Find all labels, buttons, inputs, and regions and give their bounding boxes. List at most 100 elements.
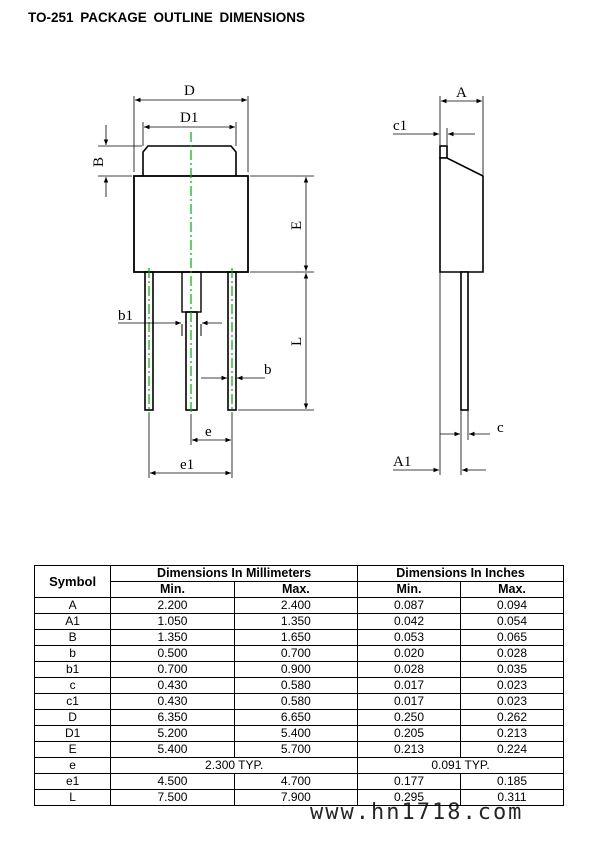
in-min-cell: 0.213 <box>357 741 461 758</box>
mm-max-cell: 2.400 <box>233 597 359 614</box>
label-B: B <box>91 157 107 167</box>
in-max-cell: 0.023 <box>459 693 565 710</box>
side-lead <box>460 271 469 411</box>
symbol-cell: A <box>33 597 112 614</box>
label-D1: D1 <box>180 110 198 126</box>
watermark: www.hn1718.com <box>310 800 524 825</box>
mm-min-cell: 4.500 <box>110 773 235 790</box>
mm-min-cell: 0.500 <box>110 645 235 662</box>
in-min-cell: 0.250 <box>357 709 461 726</box>
symbol-cell: b <box>33 645 112 662</box>
in-min-cell: 0.020 <box>357 645 461 662</box>
package-outline-drawing: D D1 B E L b1 b e e1 A c1 c A1 <box>91 83 504 478</box>
in-typ-cell: 0.091 TYP. <box>357 757 564 774</box>
in-min-cell: 0.017 <box>357 693 461 710</box>
mm-min-cell: 5.200 <box>110 725 235 742</box>
symbol-cell: c <box>33 677 112 694</box>
in-max-cell: 0.262 <box>459 709 565 726</box>
symbol-cell: L <box>33 789 112 806</box>
mm-max-header: Max. <box>233 581 359 598</box>
label-b: b <box>264 362 272 378</box>
mm-min-cell: 2.200 <box>110 597 235 614</box>
mm-min-cell: 6.350 <box>110 709 235 726</box>
mm-min-cell: 5.400 <box>110 741 235 758</box>
dimensions-table: Symbol Dimensions In Millimeters Dimensi… <box>33 565 565 806</box>
mm-max-cell: 0.580 <box>233 677 359 694</box>
side-view <box>439 145 484 411</box>
label-e1: e1 <box>180 457 194 473</box>
mm-min-cell: 0.430 <box>110 693 235 710</box>
mm-min-cell: 7.500 <box>110 789 235 806</box>
in-min-header: Min. <box>357 581 461 598</box>
in-max-cell: 0.023 <box>459 677 565 694</box>
in-max-cell: 0.224 <box>459 741 565 758</box>
mm-max-cell: 5.700 <box>233 741 359 758</box>
label-e: e <box>205 424 212 440</box>
in-max-cell: 0.185 <box>459 773 565 790</box>
label-c1: c1 <box>393 118 407 134</box>
symbol-cell: e <box>33 757 112 774</box>
mm-min-cell: 0.700 <box>110 661 235 678</box>
in-min-cell: 0.087 <box>357 597 461 614</box>
mm-max-cell: 6.650 <box>233 709 359 726</box>
mm-min-cell: 1.050 <box>110 613 235 630</box>
in-max-cell: 0.094 <box>459 597 565 614</box>
symbol-cell: b1 <box>33 661 112 678</box>
mm-max-cell: 4.700 <box>233 773 359 790</box>
in-min-cell: 0.017 <box>357 677 461 694</box>
symbol-cell: E <box>33 741 112 758</box>
mm-max-cell: 0.700 <box>233 645 359 662</box>
inch-header: Dimensions In Inches <box>357 565 564 582</box>
label-c: c <box>497 420 504 436</box>
label-A1: A1 <box>393 454 411 470</box>
symbol-cell: c1 <box>33 693 112 710</box>
in-min-cell: 0.295 <box>357 789 461 806</box>
symbol-cell: D1 <box>33 725 112 742</box>
mm-max-cell: 1.650 <box>233 629 359 646</box>
mm-max-cell: 5.400 <box>233 725 359 742</box>
in-min-cell: 0.177 <box>357 773 461 790</box>
page-title: TO-251 PACKAGE OUTLINE DIMENSIONS <box>28 10 306 25</box>
in-min-cell: 0.053 <box>357 629 461 646</box>
in-max-cell: 0.065 <box>459 629 565 646</box>
in-max-cell: 0.054 <box>459 613 565 630</box>
label-D: D <box>184 83 195 99</box>
label-b1: b1 <box>118 308 133 324</box>
mm-header: Dimensions In Millimeters <box>110 565 359 582</box>
mm-max-cell: 7.900 <box>233 789 359 806</box>
mm-max-cell: 0.580 <box>233 693 359 710</box>
label-A: A <box>456 85 467 101</box>
in-max-cell: 0.028 <box>459 645 565 662</box>
in-max-cell: 0.035 <box>459 661 565 678</box>
symbol-header: Symbol <box>33 565 112 598</box>
in-min-cell: 0.028 <box>357 661 461 678</box>
symbol-cell: A1 <box>33 613 112 630</box>
in-max-header: Max. <box>459 581 565 598</box>
symbol-cell: e1 <box>33 773 112 790</box>
in-min-cell: 0.042 <box>357 613 461 630</box>
mm-max-cell: 0.900 <box>233 661 359 678</box>
mm-min-header: Min. <box>110 581 235 598</box>
mm-min-cell: 1.350 <box>110 629 235 646</box>
label-L: L <box>289 337 305 346</box>
symbol-cell: B <box>33 629 112 646</box>
mm-min-cell: 0.430 <box>110 677 235 694</box>
in-min-cell: 0.205 <box>357 725 461 742</box>
mm-max-cell: 1.350 <box>233 613 359 630</box>
in-max-cell: 0.213 <box>459 725 565 742</box>
label-E: E <box>289 221 305 230</box>
symbol-cell: D <box>33 709 112 726</box>
side-body <box>439 157 484 273</box>
